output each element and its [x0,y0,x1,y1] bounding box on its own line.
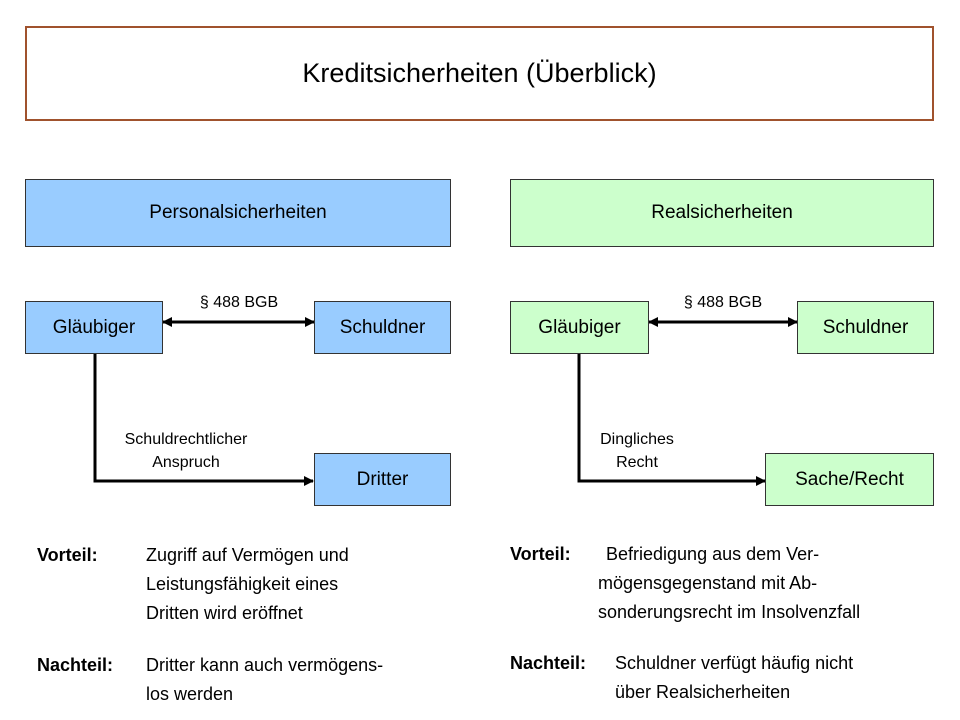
left-claim-connector [93,354,314,486]
right-advantage-line-3: sonderungsrecht im Insolvenzfall [598,602,861,622]
left-advantage-label: Vorteil: [37,545,98,565]
right-advantage-label: Vorteil: [510,544,571,564]
left-disadvantage-line-1: Dritter kann auch vermögens- [146,655,384,675]
left-law-label: § 488 BGB [199,294,279,311]
right-line-2: Recht [616,454,658,471]
claim-line-2: Anspruch [152,454,220,471]
left-advantage-line-1: Zugriff auf Vermögen und [146,545,349,565]
page-title: Kreditsicherheiten (Überblick) [25,26,934,121]
left-disadvantage-label: Nachteil: [37,655,114,675]
right-right-connector [577,354,766,486]
right-creditor-box: Gläubiger [510,301,649,354]
left-disadvantage-line-2: los werden [146,684,234,704]
thing-right-box: Sache/Recht [765,453,934,506]
right-advantage-line-1: Befriedigung aus dem Ver- [606,544,820,564]
real-securities-header: Realsicherheiten [510,179,934,247]
left-advantage-line-2: Leistungsfähigkeit eines [146,574,339,594]
third-party-box: Dritter [314,453,451,506]
right-debtor-box: Schuldner [797,301,934,354]
left-debtor-box: Schuldner [314,301,451,354]
left-claim-label: Schuldrechtlicher Anspruch [95,428,277,474]
right-law-label: § 488 BGB [683,294,763,311]
left-advantage-line-3: Dritten wird eröffnet [146,603,303,623]
personal-securities-header: Personalsicherheiten [25,179,451,247]
claim-line-1: Schuldrechtlicher [124,431,248,448]
right-disadvantage-line-2: über Realsicherheiten [615,682,791,702]
left-creditor-box: Gläubiger [25,301,163,354]
right-advantage-line-2: mögensgegenstand mit Ab- [598,573,818,593]
right-line-1: Dingliches [600,431,674,448]
right-disadvantage-label: Nachteil: [510,653,587,673]
right-disadvantage-line-1: Schuldner verfügt häufig nicht [615,653,854,673]
right-right-label: Dingliches Recht [572,428,702,474]
